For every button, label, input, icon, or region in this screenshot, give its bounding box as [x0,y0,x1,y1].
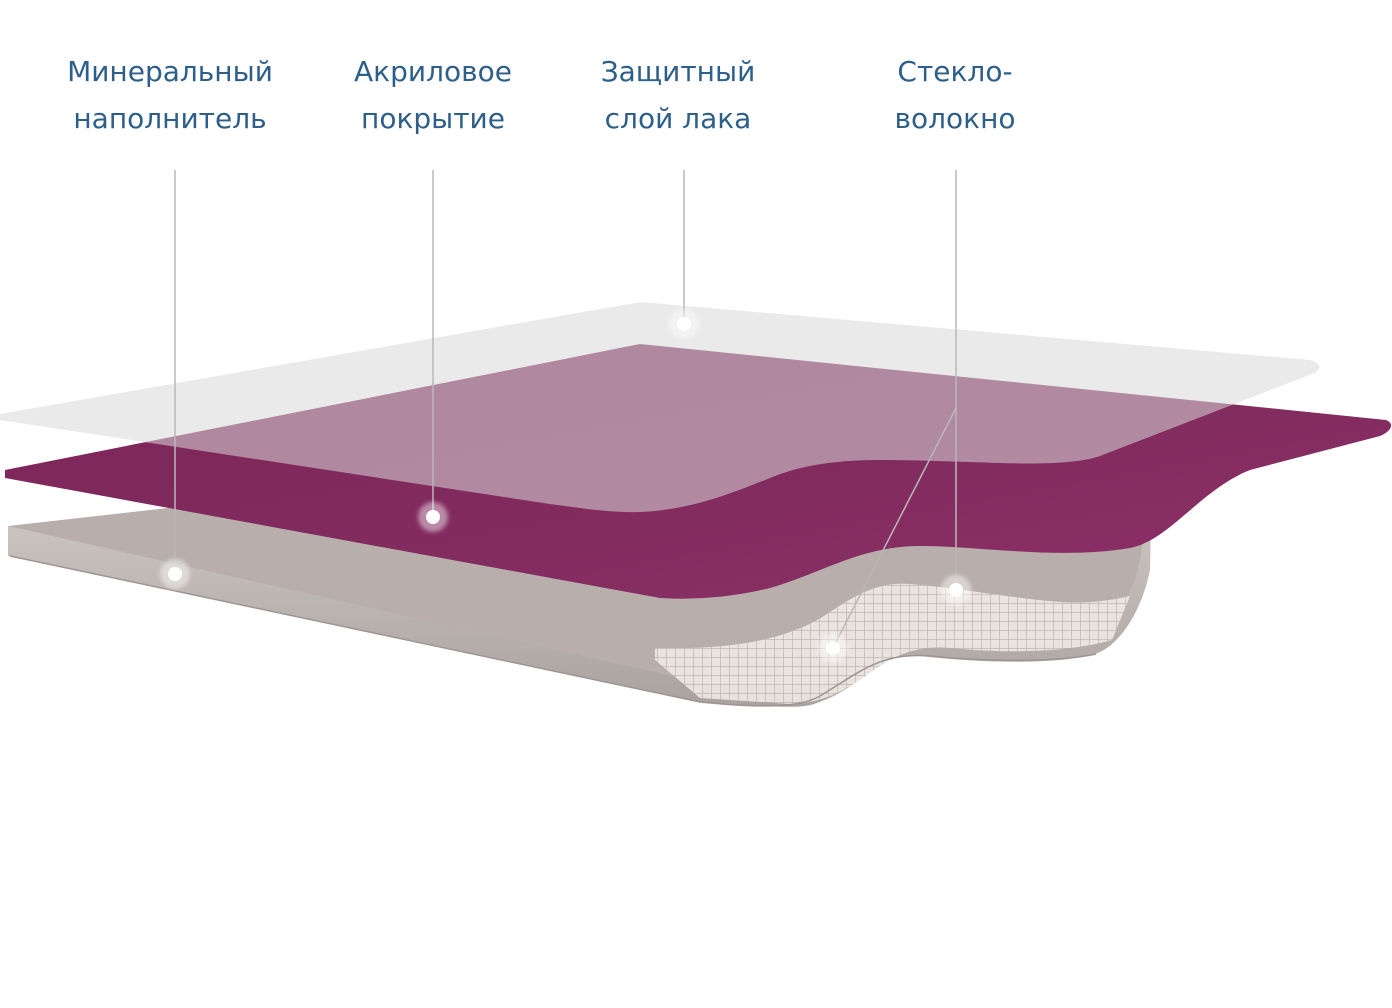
label-acrylic-line1: Акриловое [354,55,512,88]
label-protective-lacquer: Защитный слой лака [601,48,756,142]
label-lacquer-line1: Защитный [600,55,756,88]
label-mineral-filler: Минеральный наполнитель [67,48,273,142]
leader-lines [174,170,957,649]
label-acrylic-coating: Акриловое покрытие [354,48,512,142]
label-fiber-line2: волокно [894,102,1016,135]
protective-lacquer-layer [0,302,1320,513]
label-mineral-line1: Минеральный [67,55,273,88]
label-lacquer-line2: слой лака [604,102,752,135]
leader-line-fiber-diagonal [832,407,957,649]
marker-dot-mineral [160,559,190,589]
marker-dot-lacquer [669,309,699,339]
fiberglass-mesh [655,583,1130,704]
marker-dot-fiber-lower [818,633,848,663]
marker-dot-acrylic [418,502,448,532]
label-mineral-line2: наполнитель [73,102,267,135]
mineral-lower-edge-line [9,555,1097,707]
marker-dots [160,309,971,663]
label-acrylic-line2: покрытие [361,102,505,135]
label-fiber-line1: Стекло- [897,55,1013,88]
mineral-side-edge [8,478,1152,707]
marker-dot-fiber-upper [941,575,971,605]
label-fiberglass: Стекло- волокно [894,48,1015,142]
